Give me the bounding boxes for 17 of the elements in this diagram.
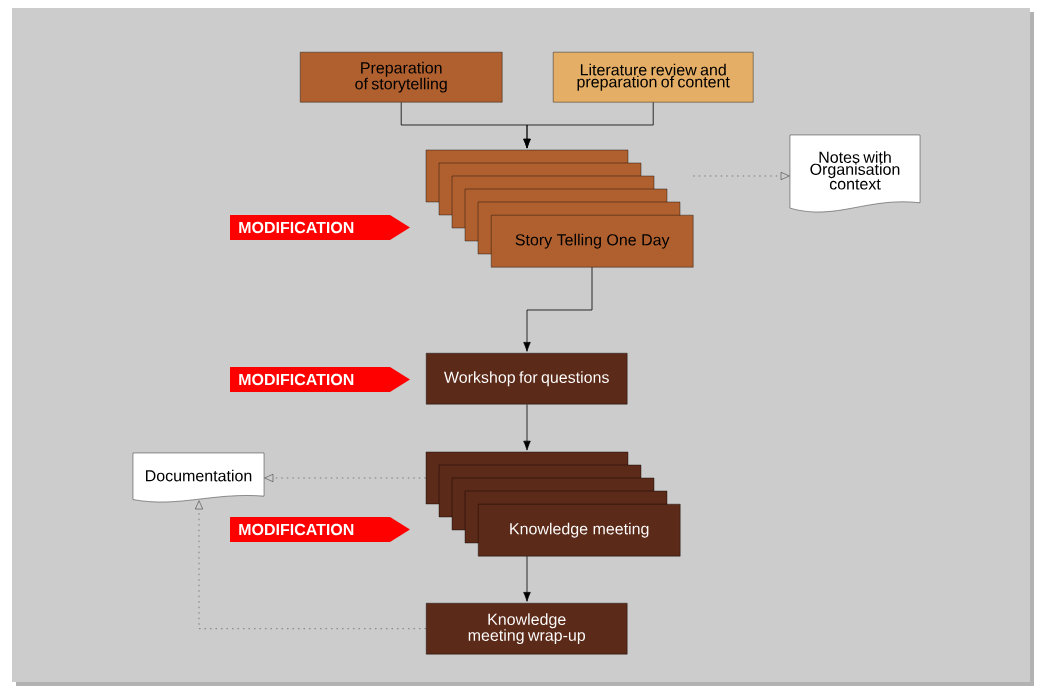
arrow	[523, 404, 531, 451]
dotted-arrow	[195, 500, 427, 629]
arrow	[523, 266, 593, 352]
process-box: Literature review and preparation of content	[553, 52, 754, 103]
process-box: Preparation of storytelling	[300, 52, 503, 103]
stacked-process-box: Story Telling One Day	[425, 149, 694, 268]
arrow	[523, 102, 654, 149]
stacked-process-box: Knowledge meeting	[425, 451, 681, 557]
process-box: Knowledge meeting wrap-up	[426, 603, 628, 655]
modification-tag: MODIFICATION	[230, 367, 410, 392]
node-label: Story Telling One Day	[515, 233, 670, 249]
dotted-arrow	[264, 474, 426, 482]
process-box: Workshop for questions	[426, 353, 628, 405]
arrow	[523, 555, 531, 602]
modification-tag: MODIFICATION	[230, 215, 410, 240]
dotted-arrow	[693, 172, 790, 180]
modification-tag: MODIFICATION	[230, 517, 410, 542]
